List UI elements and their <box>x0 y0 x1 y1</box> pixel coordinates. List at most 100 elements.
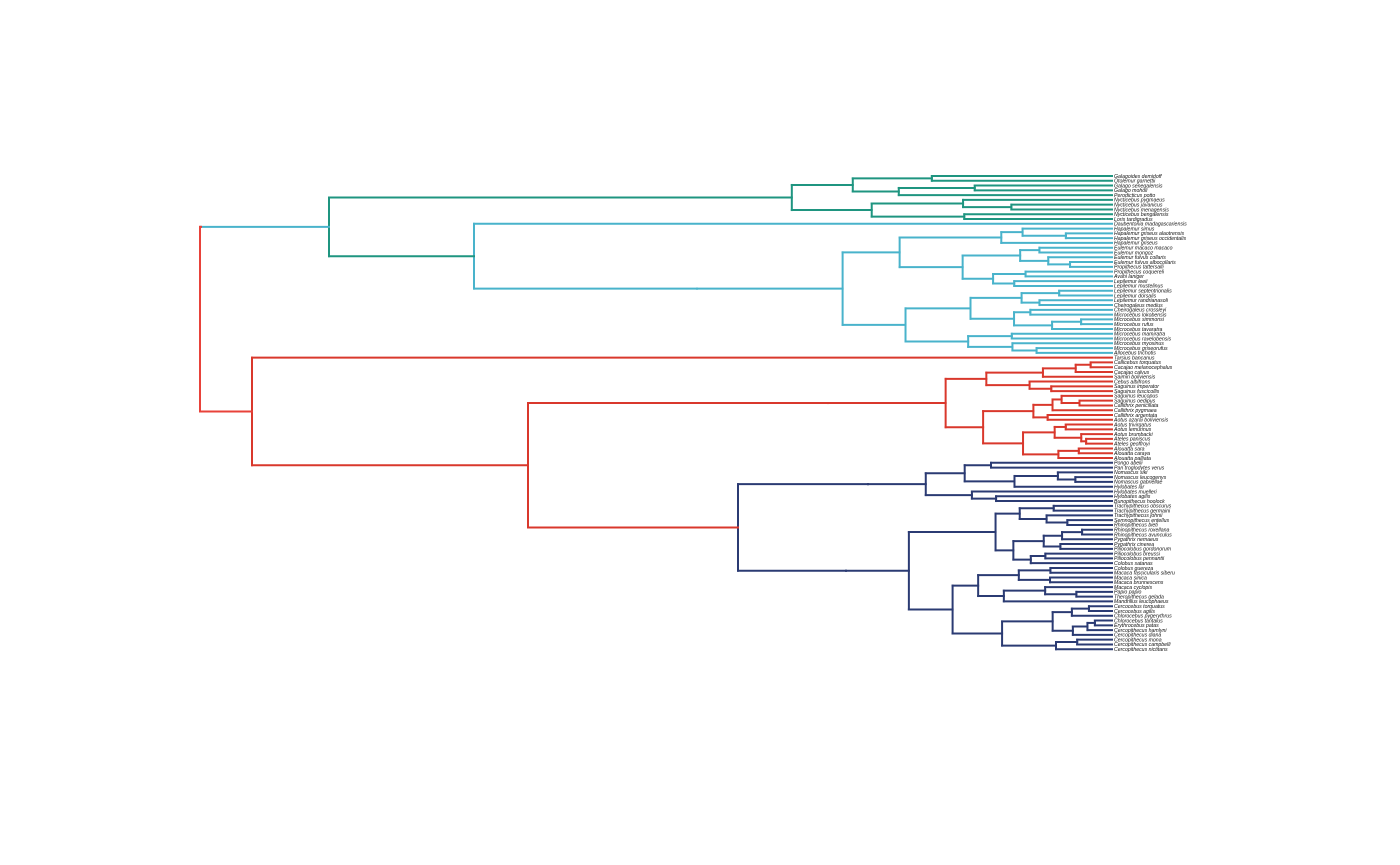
tip-label: Allocebus trichotis <box>1113 351 1156 357</box>
tip-label: Avahi laniger <box>1113 274 1144 280</box>
tip-label: Hapalemur simus <box>1114 226 1155 232</box>
tip-label: Chlorocebus tantalus <box>1114 618 1163 624</box>
tip-label: Callithrix penicillata <box>1114 403 1159 409</box>
tip-label: Galagoides demidoff <box>1114 174 1162 180</box>
tip-label: Aotus azarai boliviensis <box>1113 418 1169 424</box>
tip-label: Aotus brumbacki <box>1113 432 1153 438</box>
tip-label: Trachypithecus germaini <box>1114 508 1171 514</box>
tip-label: Microcebus rufus <box>1114 322 1154 328</box>
tip-label: Cercopithecus mona <box>1114 637 1162 643</box>
tip-label: Pan troglodytes verus <box>1114 465 1165 471</box>
tip-label: Lepilemur septentrionalis <box>1114 289 1172 295</box>
tip-label: Eulemur mongoz <box>1114 250 1154 256</box>
tip-label: Saguinus oedipus <box>1114 398 1156 404</box>
tip-label: Microcebus ravelobensis <box>1114 336 1171 342</box>
tip-label: Hapalemur griseus occidentalis <box>1114 236 1186 242</box>
tip-label: Cercocebus torquatus <box>1114 604 1165 610</box>
tip-label: Rhinopithecus roxellana <box>1114 528 1169 534</box>
tip-label: Piliocolobus breussi <box>1114 551 1161 557</box>
tree-branches <box>199 175 1113 651</box>
tip-label: Aotus lemurinus <box>1113 427 1152 433</box>
tip-label: Cheirogaleus crossleyi <box>1114 308 1167 314</box>
tip-label: Cercocebus agilis <box>1114 609 1155 615</box>
tip-label: Lepilemur leeii <box>1114 279 1148 285</box>
tip-label: Chlorocebus pygerythrus <box>1114 614 1172 620</box>
tip-label: Saguinus fuscicollis <box>1114 389 1160 395</box>
tip-label: Nomascus leucogenys <box>1114 475 1167 481</box>
tip-label: Perodicticus potto <box>1114 193 1155 199</box>
tip-label: Hylobates muelleri <box>1114 489 1158 495</box>
tip-label: Saguinus leucopus <box>1114 394 1158 400</box>
tip-label: Ateles paniscus <box>1113 437 1151 443</box>
tip-label: Hylobates agilis <box>1114 494 1151 500</box>
tip-label: Nycticebus pygmaeus <box>1114 198 1165 204</box>
tip-label: Hapalemur griseus alaotrensis <box>1114 231 1184 237</box>
tip-label: Eulemur macaco macaco <box>1114 246 1173 252</box>
tip-label: Rhinopithecus avunculus <box>1114 532 1172 538</box>
tip-label: Lepilemur mustelinus <box>1114 284 1163 290</box>
tip-label: Theropithecus gelada <box>1114 594 1164 600</box>
tip-label: Ateles geoffroyi <box>1113 441 1151 447</box>
tip-label: Piliocolobus pennantii <box>1114 556 1165 562</box>
tip-label: Microcebus tavaratra <box>1114 327 1163 333</box>
tip-label: Lepilemur dorsalis <box>1114 293 1157 299</box>
tip-label: Nycticebus menagensis <box>1114 207 1169 213</box>
tip-label: Cercopithecus nictitans <box>1114 647 1168 653</box>
tip-label: Colobus satanas <box>1114 561 1153 567</box>
tip-label: Colobus guereza <box>1114 566 1153 572</box>
tip-label: Nomascus gabriellae <box>1114 480 1163 486</box>
tip-label: Erythrocebus patas <box>1114 623 1159 629</box>
tip-label: Tarsius bancanus <box>1114 355 1155 361</box>
tip-label: Trachypithecus obscurus <box>1114 504 1172 510</box>
tip-label: Saimiri boliviensis <box>1114 375 1156 381</box>
tip-label: Pygathrix cinerea <box>1114 542 1154 548</box>
tip-label: Alouatta sara <box>1113 446 1145 452</box>
tip-label: Papio papio <box>1114 590 1142 596</box>
tip-label: Cebus albifrons <box>1114 379 1150 385</box>
tip-label: Hylobates lar <box>1114 485 1145 491</box>
tip-label: Microcebus myoxinus <box>1114 341 1164 347</box>
tip-label: Rhinopithecus bieti <box>1114 523 1159 529</box>
tip-label: Mandrillus leucophaeus <box>1114 599 1169 605</box>
tip-label: Pongo abelii <box>1114 461 1143 467</box>
tip-label: Cercopithecus hamlyni <box>1114 628 1167 634</box>
tip-label: Nycticebus bengalensis <box>1114 212 1169 218</box>
tip-label: Cacajao calvus <box>1114 370 1150 376</box>
tip-label: Cercopithecus diana <box>1114 633 1161 639</box>
tip-label: Lepilemur randrianasoli <box>1114 298 1169 304</box>
tip-label: Saguinus imperator <box>1114 384 1159 390</box>
tip-label: Daubentonia madagascariensis <box>1114 222 1187 228</box>
tip-label: Propithecus coquereli <box>1114 269 1165 275</box>
tip-label: Alouatta palliata <box>1113 456 1151 462</box>
tip-label: Macaca brunnescens <box>1114 580 1164 586</box>
tip-label: Microcebus simmonsi <box>1114 317 1165 323</box>
tip-label: Hapalemur griseus <box>1114 241 1158 247</box>
tip-label: Galago moholi <box>1114 188 1148 194</box>
tip-label: Nomascus siki <box>1114 470 1148 476</box>
tip-label: Semnopithecus entellus <box>1114 518 1169 524</box>
tip-label: Callicebus torquatus <box>1114 360 1161 366</box>
tip-label: Microcebus griseorufus <box>1114 346 1168 352</box>
tip-label: Loris tardigradus <box>1114 217 1153 223</box>
tip-label: Trachypithecus johnii <box>1114 513 1163 519</box>
tip-label: Propithecus tattersalli <box>1114 265 1164 271</box>
tip-label: Macaca cyclopis <box>1114 585 1152 591</box>
tip-label: Piliocolobus gordonorum <box>1114 547 1172 553</box>
tip-label: Aotus trivirgatus <box>1113 422 1152 428</box>
tip-label: Macaca sinica <box>1114 575 1147 581</box>
tip-label: Callithrix pygmaea <box>1114 408 1157 414</box>
tip-label: Eulemur fulvus albocollaris <box>1114 260 1176 266</box>
tip-label: Eulemur fulvus collaris <box>1114 255 1166 261</box>
tip-label: Cheirogaleus medius <box>1114 303 1163 309</box>
tip-label: Cacajao melanocephalus <box>1114 365 1173 371</box>
tip-label: Otolemur garnettii <box>1114 179 1156 185</box>
tip-label: Nycticebus javanicus <box>1114 202 1163 208</box>
tip-label: Callithrix argentata <box>1114 413 1157 419</box>
tip-label: Alouatta caraya <box>1113 451 1150 457</box>
tip-label: Microcebus lokobensis <box>1114 312 1167 318</box>
tip-label: Pygathrix nemaeus <box>1114 537 1159 543</box>
tip-label: Macaca fascicularis siberu <box>1114 571 1175 577</box>
tip-label: Microcebus mamiratra <box>1114 332 1165 338</box>
